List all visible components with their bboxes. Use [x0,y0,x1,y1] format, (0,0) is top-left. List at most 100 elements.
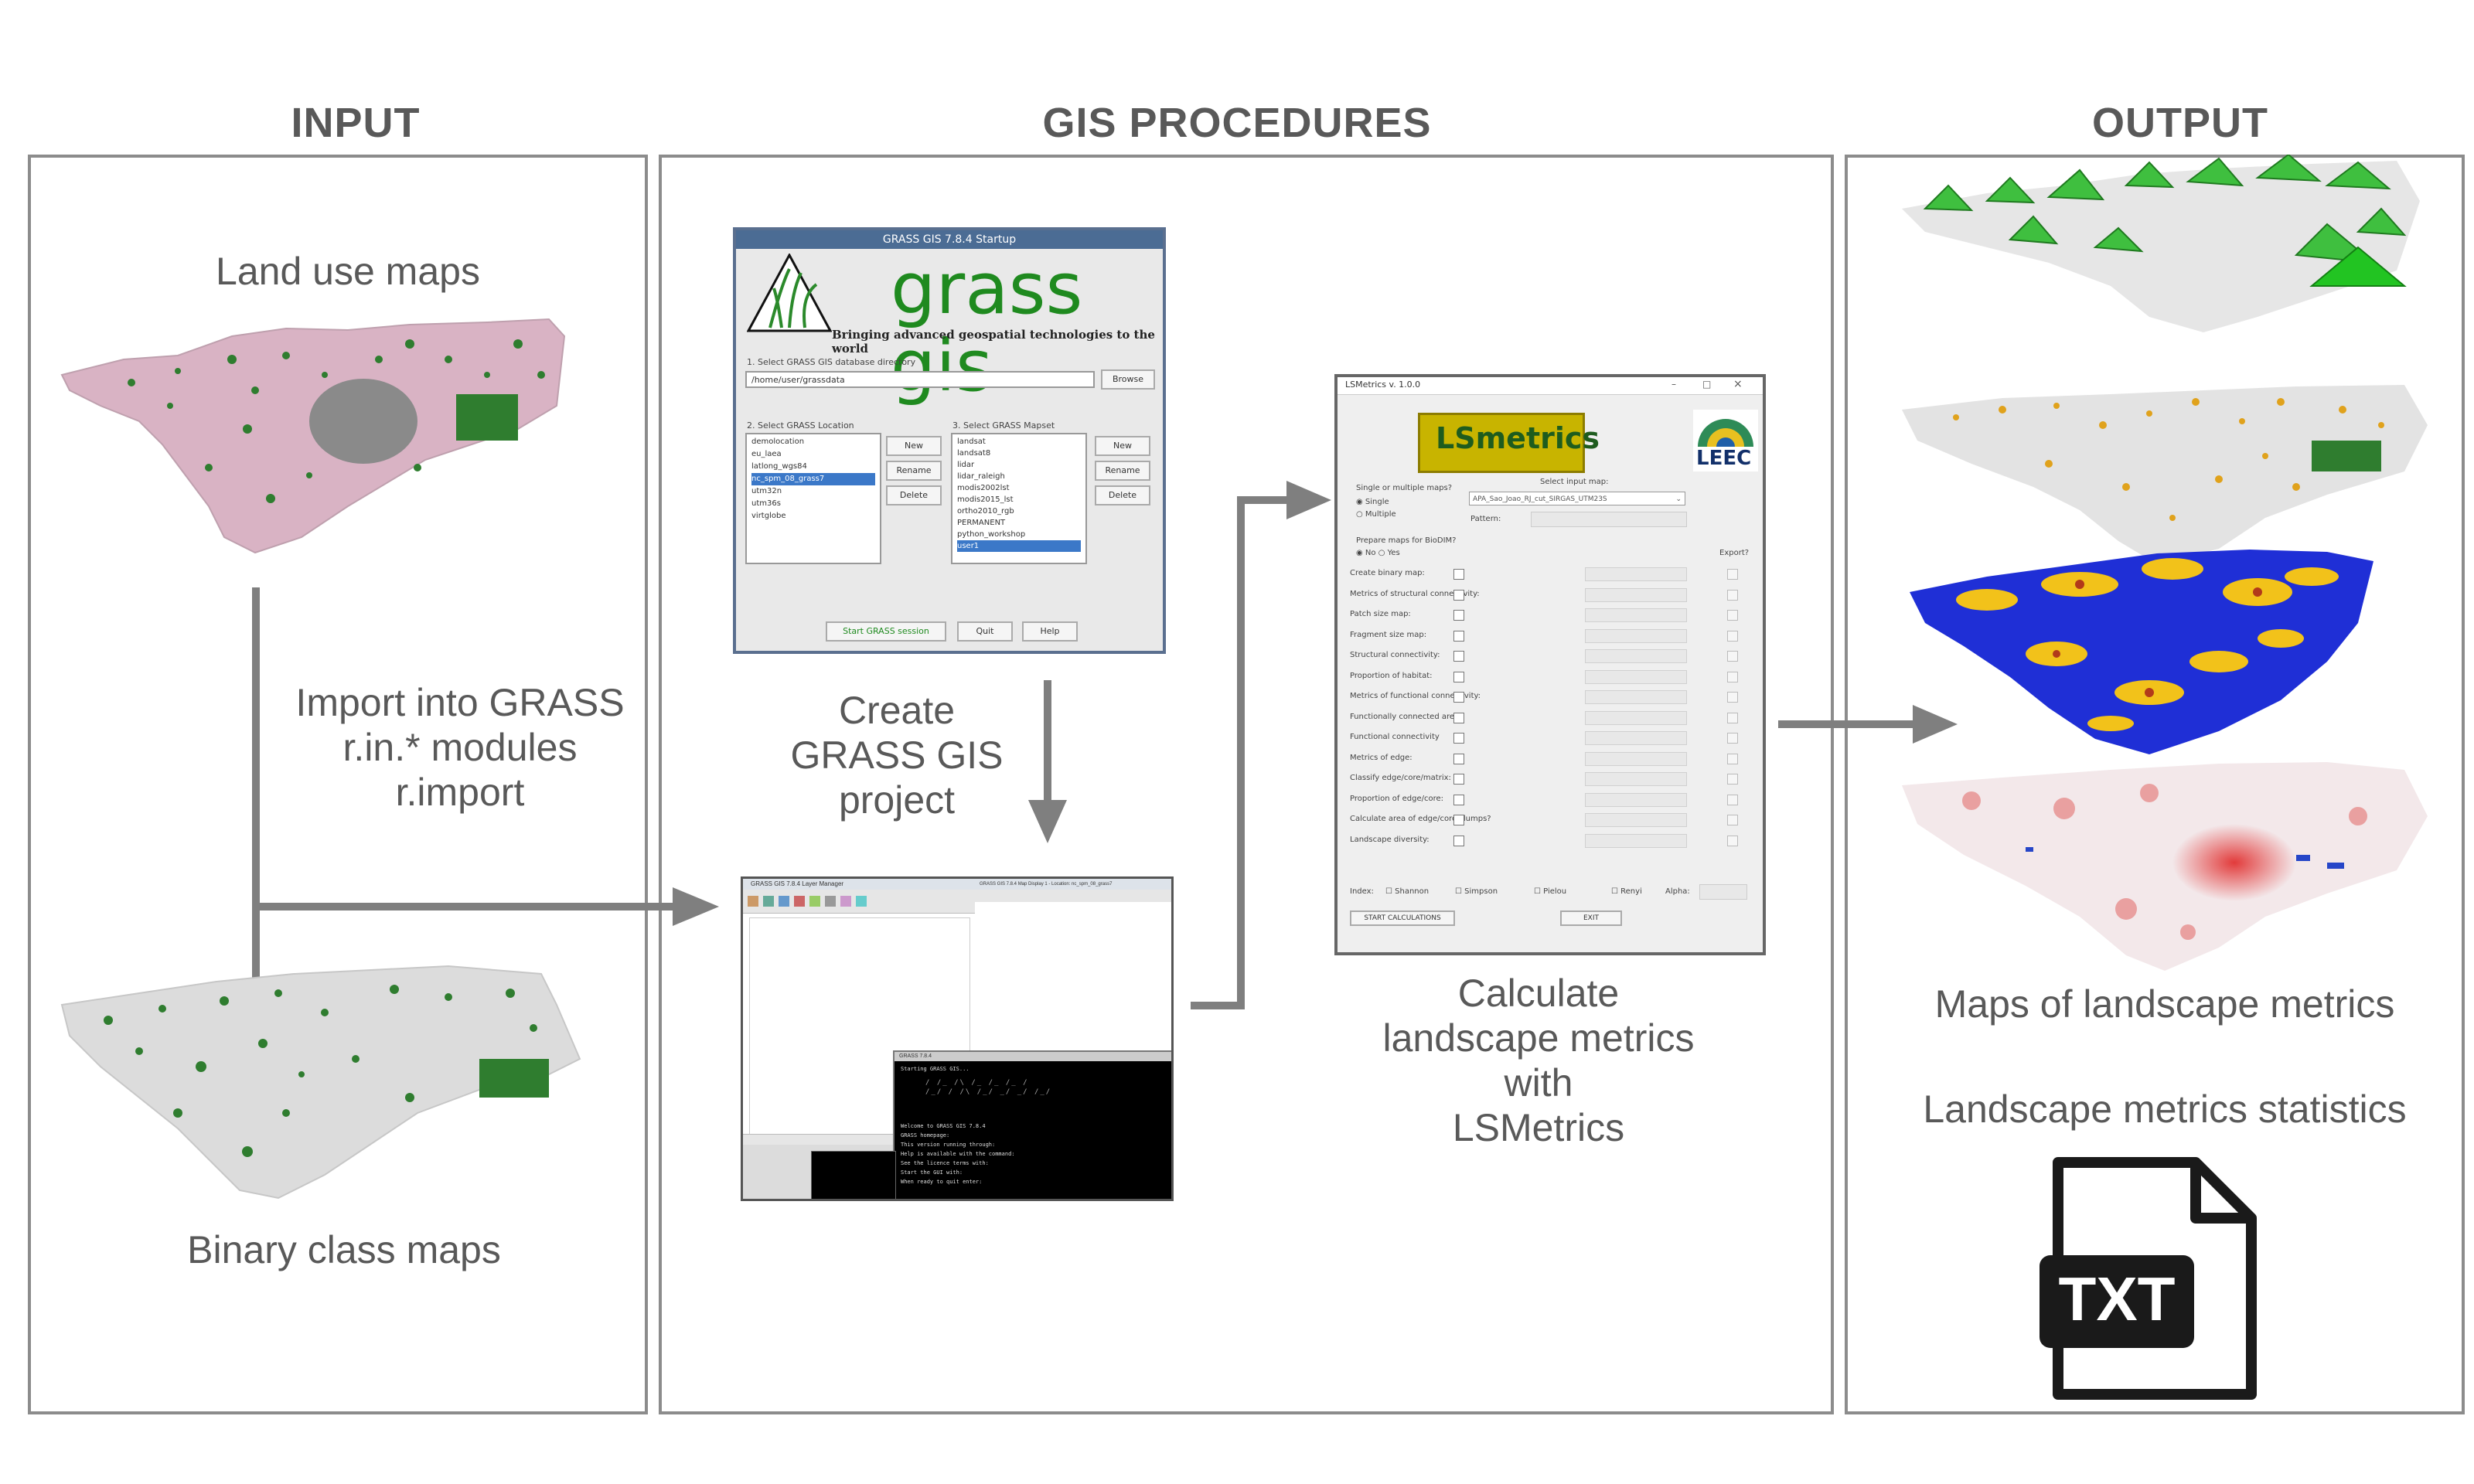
location-list[interactable]: demolocation eu_laea latlong_wgs84 nc_sp… [745,433,881,564]
mapset-item[interactable]: landsat8 [957,449,991,458]
mapset-label: 3. Select GRASS Mapset [952,420,1055,431]
lsm-row-checkbox[interactable] [1453,835,1464,846]
lsmetrics-logo: LSmetrics [1418,413,1600,473]
lsm-row-export-checkbox[interactable] [1727,692,1738,703]
single-radio[interactable]: ◉ Single [1356,498,1389,506]
lsm-row-field[interactable] [1585,669,1687,684]
shannon-checkbox[interactable]: ☐ Shannon [1385,887,1430,896]
no-radio[interactable]: ◉ No ○ Yes [1356,549,1400,557]
start-grass-session-button[interactable]: Start GRASS session [826,621,946,642]
lsm-row-field[interactable] [1585,649,1687,663]
location-item[interactable]: utm36s [751,499,781,508]
lsm-row-checkbox[interactable] [1453,671,1464,682]
mapset-item[interactable]: python_workshop [957,530,1026,539]
start-calculations-button[interactable]: START CALCULATIONS [1350,910,1455,926]
lsm-row-field[interactable] [1585,567,1687,581]
lsm-row-field[interactable] [1585,608,1687,622]
quit-button[interactable]: Quit [957,621,1013,642]
create-label-line2: GRASS GIS [790,733,1004,777]
lsm-row-field[interactable] [1585,731,1687,745]
lsm-row-export-checkbox[interactable] [1727,733,1738,744]
mapset-item[interactable]: lidar_raleigh [957,472,1005,481]
terminal-line: Starting GRASS GIS... [901,1066,969,1072]
pattern-input[interactable] [1531,512,1687,527]
lsm-row-checkbox[interactable] [1453,774,1464,785]
lsm-row-export-checkbox[interactable] [1727,671,1738,682]
lsm-row-field[interactable] [1585,772,1687,786]
location-delete-button[interactable]: Delete [886,485,942,505]
location-new-button[interactable]: New [886,436,942,456]
lsm-row-field[interactable] [1585,587,1687,602]
lsm-row-export-checkbox[interactable] [1727,589,1738,601]
help-button[interactable]: Help [1022,621,1078,642]
arrow-head-to-output [1913,705,1958,744]
lsm-row-checkbox[interactable] [1453,589,1464,601]
lsm-row-checkbox[interactable] [1453,630,1464,642]
lsm-row-checkbox[interactable] [1453,794,1464,805]
lsm-row-checkbox[interactable] [1453,651,1464,662]
lsm-row-field[interactable] [1585,690,1687,704]
txt-file-icon-label: TXT [2058,1264,2176,1333]
lsm-row-label: Classify edge/core/matrix: [1350,774,1451,782]
grass-startup-titlebar: GRASS GIS 7.8.4 Startup [736,230,1163,249]
lsm-row-export-checkbox[interactable] [1727,774,1738,785]
lsm-row-field[interactable] [1585,792,1687,807]
lsm-row-export-checkbox[interactable] [1727,610,1738,621]
close-icon[interactable]: × [1733,378,1743,390]
lsm-row-export-checkbox[interactable] [1727,753,1738,764]
lsm-row-field[interactable] [1585,628,1687,643]
location-rename-button[interactable]: Rename [886,461,942,481]
terminal-line: Welcome to GRASS GIS 7.8.4 [901,1123,986,1129]
lsm-row-export-checkbox[interactable] [1727,651,1738,662]
leec-logo: LEEC [1693,410,1758,471]
mapset-item-selected[interactable]: user1 [957,540,1081,552]
location-item[interactable]: virtglobe [751,512,786,520]
mapset-item[interactable]: PERMANENT [957,519,1006,527]
lsm-row-checkbox[interactable] [1453,753,1464,764]
simpson-checkbox[interactable]: ☐ Simpson [1455,887,1498,896]
minimize-icon[interactable]: – [1671,379,1676,390]
pielou-checkbox[interactable]: ☐ Pielou [1534,887,1567,896]
mapset-item[interactable]: landsat [957,437,986,446]
mapset-new-button[interactable]: New [1095,436,1150,456]
lsm-row-checkbox[interactable] [1453,815,1464,825]
lsm-row-export-checkbox[interactable] [1727,712,1738,723]
renyi-checkbox[interactable]: ☐ Renyi [1611,887,1642,896]
mapset-rename-button[interactable]: Rename [1095,461,1150,481]
location-item-selected[interactable]: nc_spm_08_grass7 [751,473,875,485]
mapset-item[interactable]: lidar [957,461,975,469]
browse-button[interactable]: Browse [1101,369,1155,390]
lsm-row-export-checkbox[interactable] [1727,815,1738,825]
lsm-row-checkbox[interactable] [1453,712,1464,723]
lsm-row-export-checkbox[interactable] [1727,630,1738,642]
lsm-row-field[interactable] [1585,813,1687,827]
lsm-row-export-checkbox[interactable] [1727,835,1738,846]
lsm-row-checkbox[interactable] [1453,733,1464,744]
lsm-row-field[interactable] [1585,751,1687,766]
location-item[interactable]: utm32n [751,487,782,495]
lsm-row-field[interactable] [1585,833,1687,848]
exit-button[interactable]: EXIT [1560,910,1622,926]
mapset-item[interactable]: ortho2010_rgb [957,507,1014,516]
lsm-row-field[interactable] [1585,710,1687,725]
alpha-input[interactable] [1699,884,1747,900]
db-input[interactable]: /home/user/grassdata [745,371,1095,388]
multiple-radio[interactable]: ○ Multiple [1356,510,1396,519]
mapset-list[interactable]: landsat landsat8 lidar lidar_raleigh mod… [951,433,1087,564]
import-label-line1: Import into GRASS [295,681,625,724]
lsm-row-export-checkbox[interactable] [1727,569,1738,580]
lsm-row-checkbox[interactable] [1453,610,1464,621]
output-map-forest-3d [1902,155,2420,332]
mapset-item[interactable]: modis2002lst [957,484,1010,492]
input-map-select[interactable]: APA_Sao_Joao_RJ_cut_SIRGAS_UTM23S⌄ [1469,492,1685,505]
location-item[interactable]: latlong_wgs84 [751,462,807,471]
lsm-row-export-checkbox[interactable] [1727,794,1738,805]
location-item[interactable]: eu_laea [751,450,782,458]
land-use-map [60,318,566,554]
mapset-delete-button[interactable]: Delete [1095,485,1150,505]
mapset-item[interactable]: modis2015_lst [957,495,1014,504]
location-item[interactable]: demolocation [751,437,805,446]
lsm-row-checkbox[interactable] [1453,569,1464,580]
maximize-icon[interactable]: □ [1702,379,1712,390]
lsm-row-checkbox[interactable] [1453,692,1464,703]
